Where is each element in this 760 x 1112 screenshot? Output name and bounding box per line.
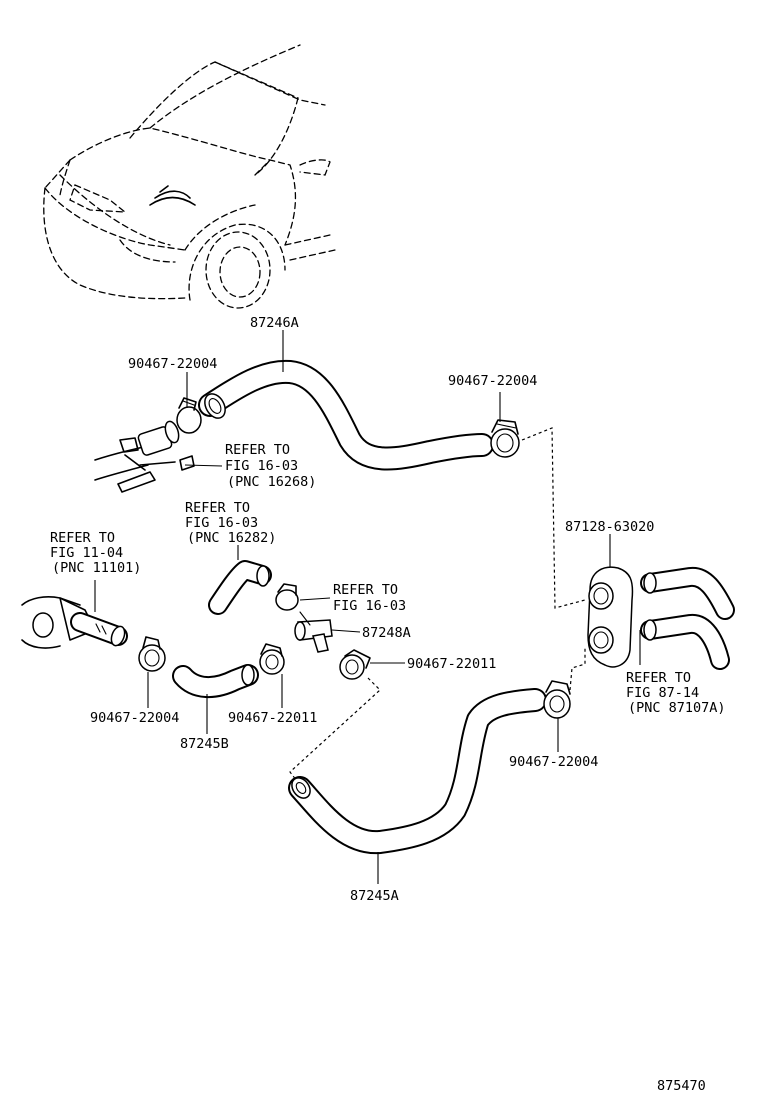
hose-87246a xyxy=(198,359,494,471)
label-refer-87107-l2: FIG 87-14 xyxy=(626,685,699,701)
label-clamp-bottom-left: 90467-22004 xyxy=(90,710,179,726)
clamp-90467-22011-bottom-mid xyxy=(259,643,285,675)
connection-line-lower xyxy=(289,677,381,786)
clamp-90467-22004-top-right xyxy=(490,419,520,458)
label-87246a: 87246A xyxy=(250,315,299,331)
clamp-90467-22004-top-left xyxy=(176,397,202,434)
part-labels: 87246A 90467-22004 90467-22004 REFER TO … xyxy=(50,315,726,1094)
hose-87245a xyxy=(288,688,547,855)
grommet-87128-63020 xyxy=(587,566,634,668)
label-clamp-bottom-mid: 90467-22011 xyxy=(228,710,317,726)
hose-87245b xyxy=(172,664,259,698)
label-grommet-87128: 87128-63020 xyxy=(565,519,654,535)
label-87245b: 87245B xyxy=(180,736,229,752)
label-clamp-mid-right: 90467-22011 xyxy=(407,656,496,672)
connection-line-upper xyxy=(521,427,586,609)
label-refer-16268-l1: REFER TO xyxy=(225,442,290,458)
label-refer-87107-l1: REFER TO xyxy=(626,670,691,686)
clamp-refer-16-03 xyxy=(275,583,299,611)
bypass-hose-small xyxy=(208,560,272,615)
label-clamp-bottom-right: 90467-22004 xyxy=(509,754,598,770)
engine-water-outlet xyxy=(21,596,128,649)
label-refer-16268-l3: (PNC 16268) xyxy=(227,474,316,490)
label-refer-1603-l1: REFER TO xyxy=(333,582,398,598)
label-clamp-top-left: 90467-22004 xyxy=(128,356,217,372)
clamp-90467-22004-bottom-right xyxy=(543,680,571,719)
water-valve-assembly xyxy=(94,420,195,493)
label-refer-16282-l1: REFER TO xyxy=(185,500,250,516)
clamp-90467-22004-bottom-left xyxy=(138,636,166,672)
clamp-90467-22011-mid-right xyxy=(339,649,371,680)
label-clamp-top-right: 90467-22004 xyxy=(448,373,537,389)
label-refer-11101-l2: FIG 11-04 xyxy=(50,545,123,561)
vehicle-outline xyxy=(43,44,336,309)
label-refer-1603-l2: FIG 16-03 xyxy=(333,598,406,614)
figure-number: 875470 xyxy=(657,1078,706,1094)
label-refer-16268-l2: FIG 16-03 xyxy=(225,458,298,474)
joint-87248a xyxy=(294,611,333,653)
leader-lines xyxy=(94,330,641,884)
label-87248a: 87248A xyxy=(362,625,411,641)
label-refer-16282-l2: FIG 16-03 xyxy=(185,515,258,531)
label-refer-11101-l3: (PNC 11101) xyxy=(52,560,141,576)
label-refer-16282-l3: (PNC 16282) xyxy=(187,530,276,546)
connection-line-grommet xyxy=(569,648,586,691)
heater-core-pipes xyxy=(640,566,735,670)
label-refer-11101-l1: REFER TO xyxy=(50,530,115,546)
label-87245a: 87245A xyxy=(350,888,399,904)
label-refer-87107-l3: (PNC 87107A) xyxy=(628,700,726,716)
